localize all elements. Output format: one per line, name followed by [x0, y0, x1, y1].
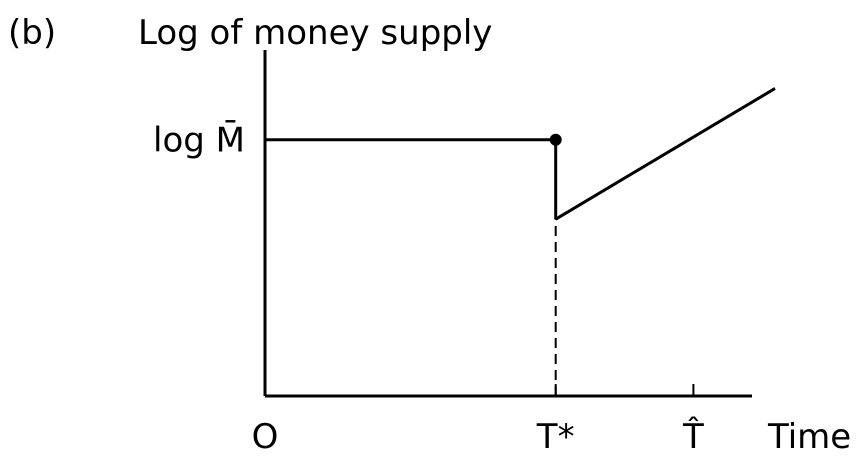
y-tick-label-0: log M̄ — [153, 120, 245, 161]
x-tick-label-0: O — [252, 417, 279, 457]
x-axis-label: Time — [767, 417, 851, 457]
x-tick-label-1: T* — [536, 417, 575, 457]
series-line-1 — [554, 87, 776, 221]
panel-label: (b) — [8, 13, 56, 53]
y-axis-label: Log of money supply — [138, 13, 492, 53]
x-tick-label-2: T̂ — [682, 416, 704, 457]
series-end-marker-0 — [549, 133, 562, 146]
